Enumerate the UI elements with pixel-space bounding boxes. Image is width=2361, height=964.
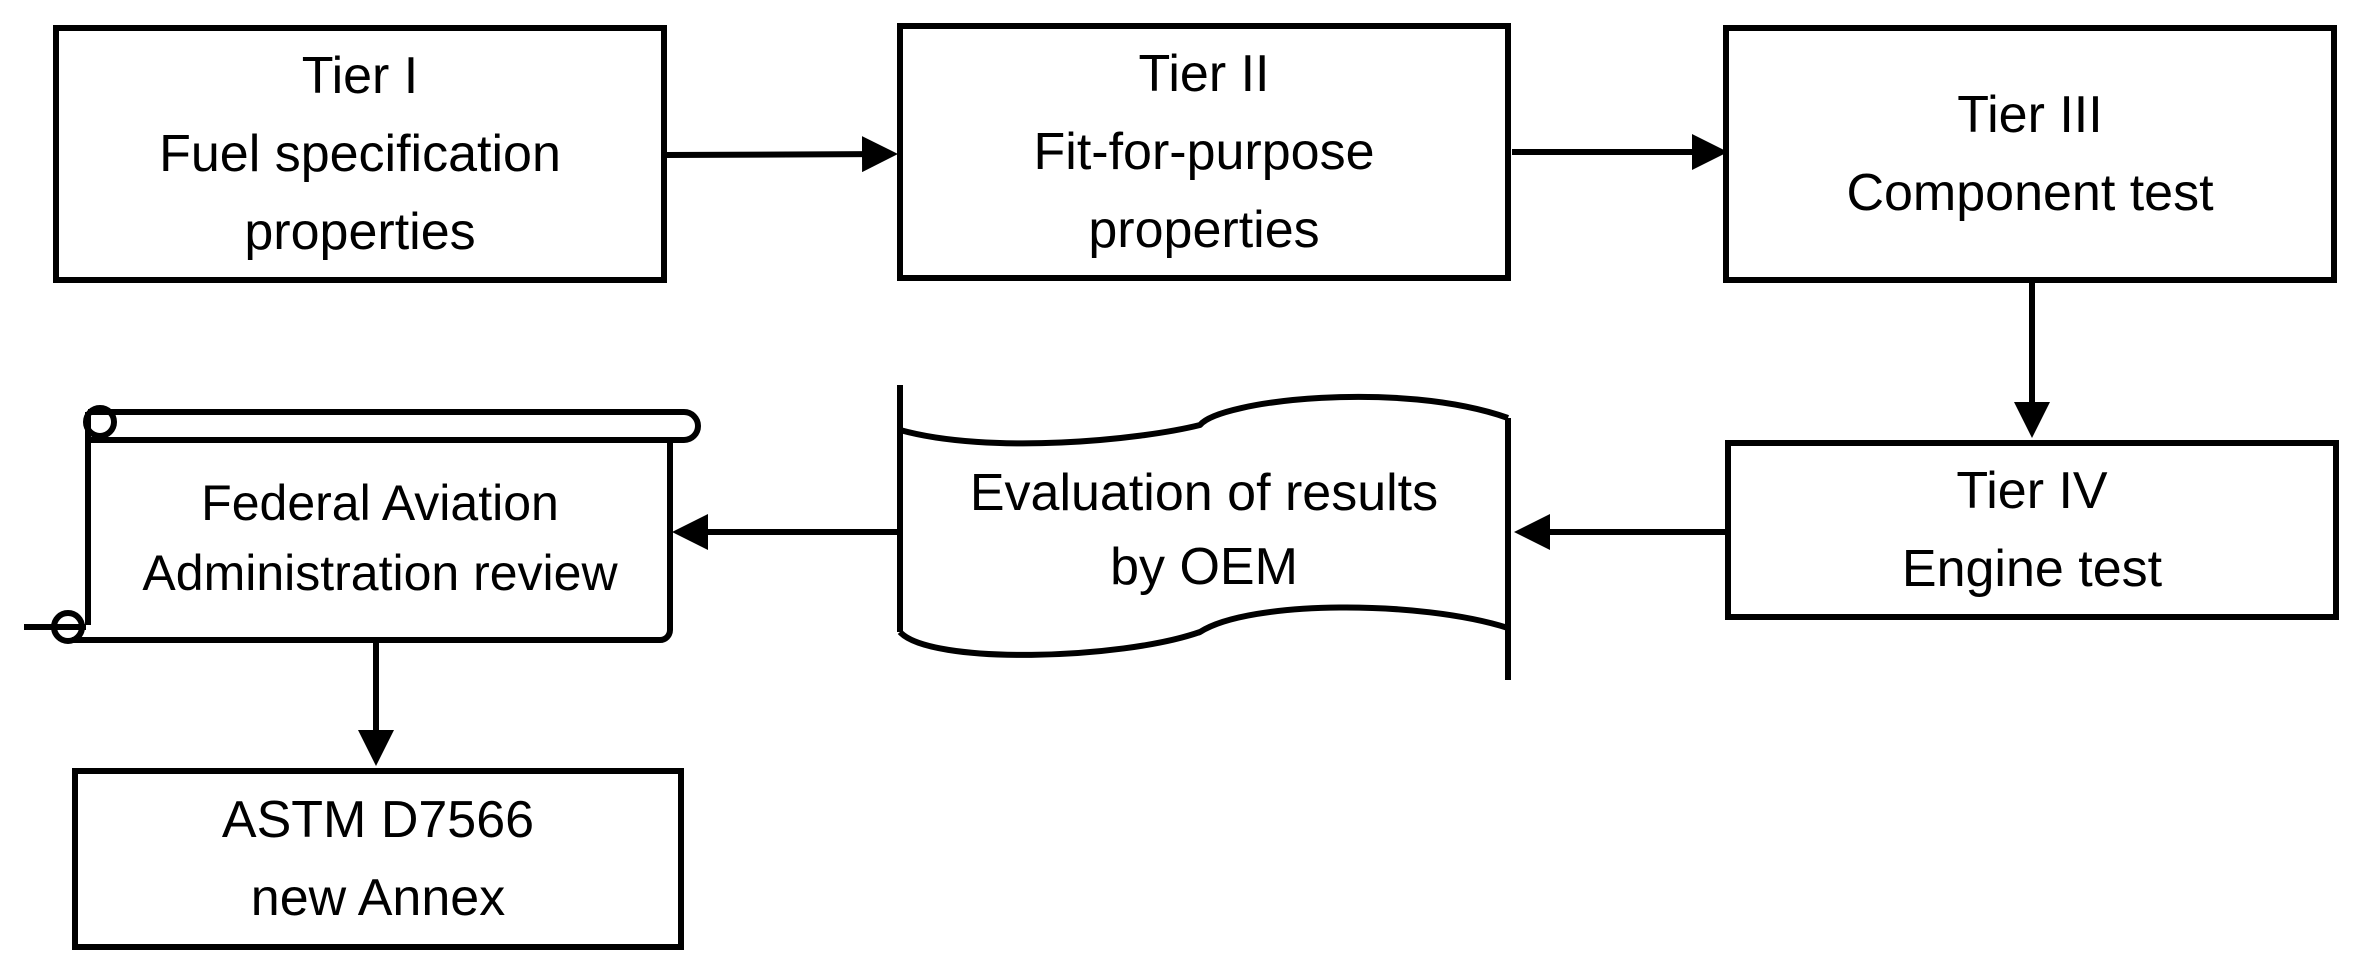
tier1-text-line1: Fuel specification <box>159 125 561 183</box>
faa-text-line2: Administration review <box>142 545 618 601</box>
evaluation-text-line2: by OEM <box>1110 538 1298 596</box>
faa-label: Federal Aviation Administration review <box>92 448 668 628</box>
tier3-title: Tier III <box>1957 86 2103 144</box>
evaluation-label: Evaluation of results by OEM <box>900 450 1508 610</box>
astm-text-line1: new Annex <box>250 869 506 927</box>
tier1-box: Tier I Fuel specification properties <box>53 25 667 283</box>
tier3-box: Tier III Component test <box>1723 25 2337 283</box>
tier3-text-line1: Component test <box>1846 164 2214 222</box>
evaluation-document-shape <box>897 385 1511 680</box>
astm-box: ASTM D7566 new Annex <box>72 768 684 950</box>
arrow-tier1-to-tier2 <box>665 136 898 173</box>
astm-title: ASTM D7566 <box>221 791 535 849</box>
faa-scroll-shape <box>24 405 701 644</box>
tier2-title: Tier II <box>1138 45 1270 103</box>
faa-text-line1: Federal Aviation <box>201 475 559 531</box>
tier2-text-line1: Fit-for-purpose <box>1033 123 1375 181</box>
tier4-text-line1: Engine test <box>1901 540 2163 598</box>
tier2-box: Tier II Fit-for-purpose properties <box>897 23 1511 281</box>
tier1-title: Tier I <box>301 47 419 105</box>
evaluation-text-line1: Evaluation of results <box>969 464 1439 522</box>
tier2-text-line2: properties <box>1088 201 1320 259</box>
tier1-text-line2: properties <box>244 203 476 261</box>
tier4-title: Tier IV <box>1956 462 2108 520</box>
tier4-box: Tier IV Engine test <box>1725 440 2339 620</box>
